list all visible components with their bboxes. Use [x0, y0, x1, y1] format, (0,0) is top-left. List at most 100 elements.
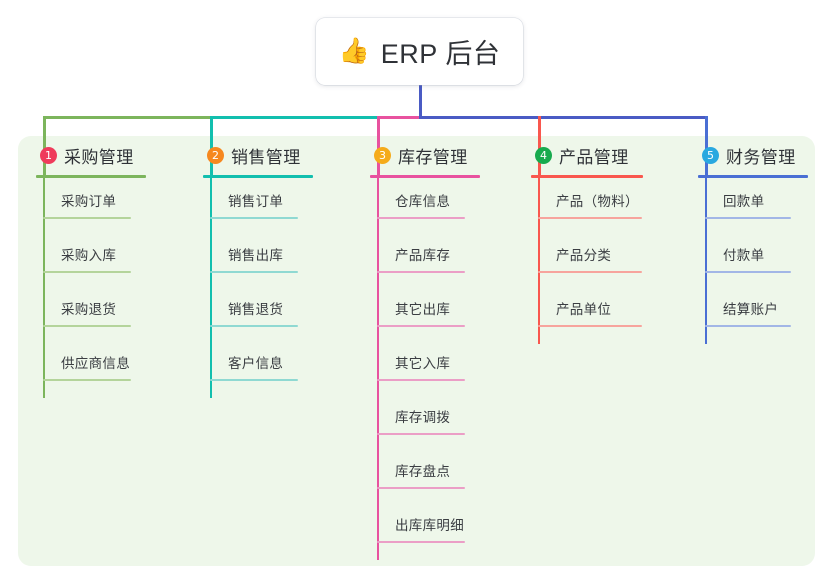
branch-header-1[interactable]: 1 采购管理	[36, 142, 134, 168]
branch-drop-line	[705, 116, 708, 175]
leaf-node[interactable]: 结算账户	[705, 285, 811, 339]
root-node[interactable]: 👍 ERP 后台	[316, 18, 523, 85]
leaf-underline	[705, 325, 791, 327]
leaf-label: 付款单	[723, 248, 765, 263]
branch-spine	[538, 177, 540, 344]
root-node-label: ERP 后台	[380, 39, 501, 69]
leaf-underline	[377, 379, 465, 381]
branch-title: 产品管理	[559, 147, 629, 167]
leaf-node[interactable]: 采购入库	[43, 231, 151, 285]
leaf-underline	[210, 325, 298, 327]
leaf-node[interactable]: 客户信息	[210, 339, 318, 393]
leaf-label: 产品单位	[556, 302, 612, 317]
leaf-underline	[377, 271, 465, 273]
branch-number-badge: 4	[535, 146, 552, 164]
root-stem-line	[419, 85, 422, 119]
leaf-label: 产品分类	[556, 248, 612, 263]
branch-number-badge: 3	[374, 146, 391, 164]
leaf-label: 产品（物料）	[556, 194, 639, 209]
branch-spine	[43, 177, 45, 398]
leaf-underline	[377, 433, 465, 435]
leaf-underline	[538, 217, 642, 219]
leaf-underline	[538, 325, 642, 327]
leaf-node[interactable]: 库存盘点	[377, 447, 485, 501]
branch-spine	[210, 177, 212, 398]
bus-segment	[538, 116, 708, 119]
leaf-underline	[210, 217, 298, 219]
leaf-label: 库存盘点	[395, 464, 451, 479]
leaf-label: 采购订单	[61, 194, 117, 209]
leaf-node[interactable]: 销售订单	[210, 177, 318, 231]
leaf-label: 库存调拨	[395, 410, 451, 425]
leaf-node[interactable]: 其它入库	[377, 339, 485, 393]
leaf-underline	[43, 325, 131, 327]
leaf-node[interactable]: 采购订单	[43, 177, 151, 231]
bus-segment	[419, 116, 541, 119]
branch-underline	[698, 175, 808, 178]
leaf-label: 销售退货	[228, 302, 284, 317]
leaf-label: 供应商信息	[61, 356, 130, 371]
leaf-underline	[705, 217, 791, 219]
leaf-node[interactable]: 回款单	[705, 177, 811, 231]
branch-number-badge: 1	[40, 146, 57, 164]
branch-title: 库存管理	[398, 147, 468, 167]
branch-underline	[531, 175, 643, 178]
branch-underline	[203, 175, 313, 178]
leaf-underline	[377, 541, 465, 543]
leaf-node[interactable]: 付款单	[705, 231, 811, 285]
leaf-underline	[210, 379, 298, 381]
branch-drop-line	[538, 116, 541, 175]
leaf-node[interactable]: 销售退货	[210, 285, 318, 339]
branch-header-4[interactable]: 4 产品管理	[531, 142, 629, 168]
leaf-underline	[377, 487, 465, 489]
leaf-label: 其它入库	[395, 356, 451, 371]
branch-header-3[interactable]: 3 库存管理	[370, 142, 468, 168]
leaf-underline	[705, 271, 791, 273]
branch-number-badge: 5	[702, 146, 719, 164]
branch-4: 4 产品管理产品（物料） 产品分类产品单位	[531, 142, 643, 344]
bus-segment	[377, 116, 422, 119]
branch-drop-line	[43, 116, 46, 175]
leaf-node[interactable]: 销售出库	[210, 231, 318, 285]
branch-underline	[36, 175, 146, 178]
leaf-node[interactable]: 产品单位	[538, 285, 662, 339]
leaf-label: 回款单	[723, 194, 765, 209]
branch-spine	[377, 177, 379, 560]
branches-panel	[18, 136, 815, 566]
leaf-node[interactable]: 库存调拨	[377, 393, 485, 447]
leaf-label: 仓库信息	[395, 194, 451, 209]
leaf-node[interactable]: 仓库信息	[377, 177, 485, 231]
leaf-node[interactable]: 产品分类	[538, 231, 662, 285]
leaf-underline	[377, 325, 465, 327]
leaf-label: 其它出库	[395, 302, 451, 317]
leaf-underline	[43, 271, 131, 273]
leaf-label: 采购入库	[61, 248, 117, 263]
leaf-underline	[377, 217, 465, 219]
leaf-label: 销售订单	[228, 194, 284, 209]
leaf-node[interactable]: 其它出库	[377, 285, 485, 339]
leaf-underline	[538, 271, 642, 273]
thumbs-up-icon: 👍	[338, 37, 370, 65]
leaf-label: 结算账户	[723, 302, 779, 317]
leaf-label: 销售出库	[228, 248, 284, 263]
bus-segment	[43, 116, 213, 119]
bus-segment	[210, 116, 380, 119]
leaf-node[interactable]: 采购退货	[43, 285, 151, 339]
leaf-label: 客户信息	[228, 356, 284, 371]
branch-title: 采购管理	[64, 147, 134, 167]
branch-spine	[705, 177, 707, 344]
branch-number-badge: 2	[207, 146, 224, 164]
leaf-label: 出库库明细	[395, 518, 464, 533]
leaf-underline	[210, 271, 298, 273]
leaf-node[interactable]: 出库库明细	[377, 501, 485, 555]
leaf-node[interactable]: 产品库存	[377, 231, 485, 285]
root-node-content: 👍 ERP 后台	[339, 32, 501, 71]
leaf-node[interactable]: 产品（物料）	[538, 177, 662, 231]
leaf-node[interactable]: 供应商信息	[43, 339, 151, 393]
